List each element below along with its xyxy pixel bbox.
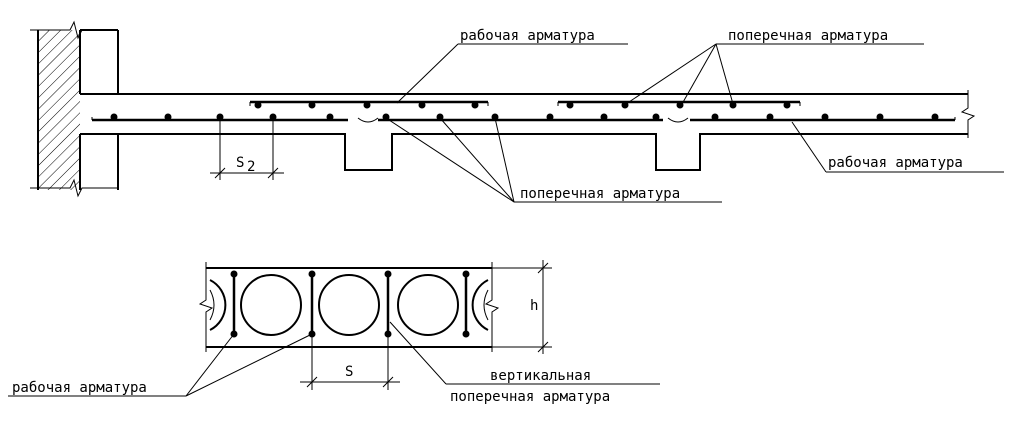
vertical-stirrups <box>230 270 470 338</box>
leader-working-top <box>396 43 628 104</box>
label-working-top: рабочая арматура <box>460 28 595 44</box>
label-vertical-line2: поперечная арматура <box>450 389 610 405</box>
leader-working-right <box>791 121 1004 173</box>
s-dimension: S <box>300 334 400 390</box>
s2-subscript: 2 <box>247 159 255 175</box>
bottom-bar-dots <box>110 113 939 121</box>
label-transverse-top: поперечная арматура <box>728 28 888 44</box>
s2-label: S <box>236 155 244 171</box>
leader-vertical-transverse <box>389 321 660 385</box>
label-vertical-line1: вертикальная <box>490 368 591 384</box>
slab-outline <box>80 90 976 171</box>
hollow-slab-outline <box>198 262 500 352</box>
h-label: h <box>530 298 538 314</box>
leader-transverse-top <box>625 43 924 105</box>
s-label: S <box>345 364 353 380</box>
leader-working-bottom-left <box>8 333 313 397</box>
h-dimension: h <box>492 260 552 354</box>
s2-dimension: S 2 <box>210 120 284 180</box>
label-working-right: рабочая арматура <box>828 155 963 171</box>
label-transverse-bottom: поперечная арматура <box>520 186 680 202</box>
label-working-bottom-left: рабочая арматура <box>12 380 147 396</box>
wall-support <box>30 20 119 198</box>
hollow-voids <box>209 274 489 336</box>
leader-transverse-bottom <box>385 117 722 203</box>
rib-stirrups <box>357 117 689 123</box>
top-working-bars <box>249 100 801 109</box>
